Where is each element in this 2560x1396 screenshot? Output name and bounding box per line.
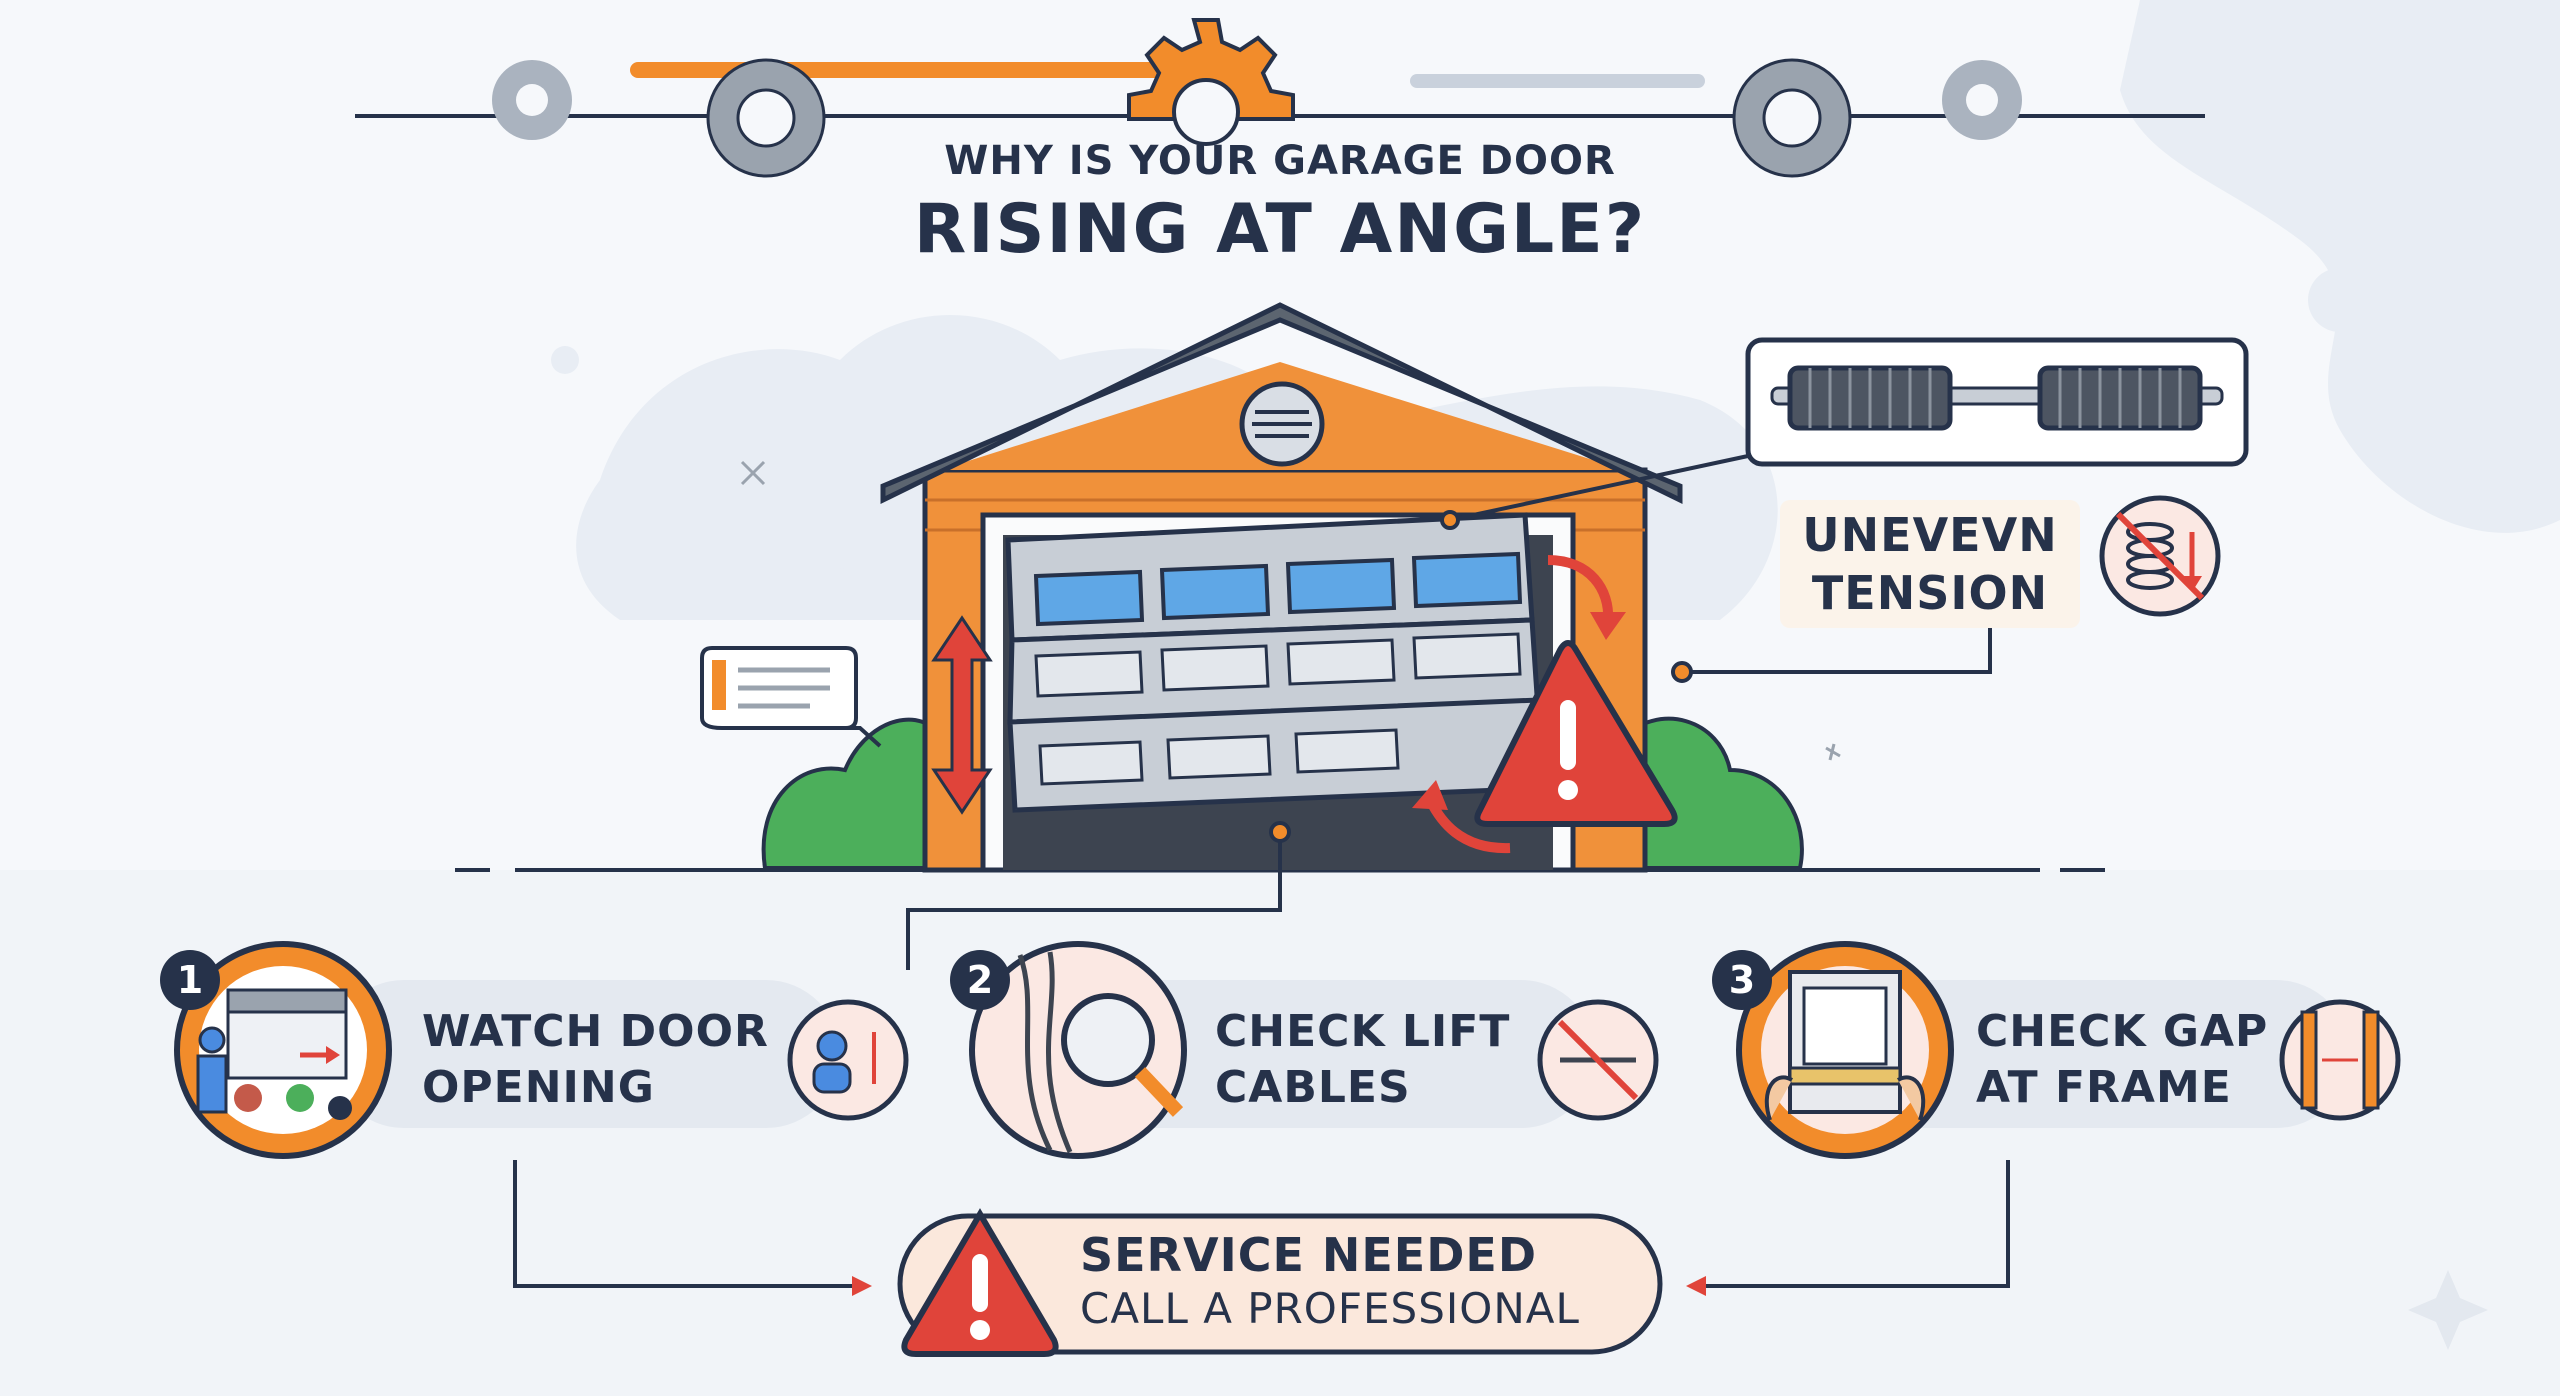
mini-door-icon: [226, 988, 348, 1014]
page-title: RISING AT ANGLE?: [913, 190, 1647, 269]
step-label-3-line-2: AT FRAME: [1976, 1062, 2232, 1113]
curved-arrow-head-bottom: [1412, 780, 1448, 810]
header-decoration: [355, 18, 2205, 178]
sparkle-icons: [740, 460, 1841, 761]
step-label-1-line-1: WATCH DOOR: [422, 1006, 769, 1057]
service-card: [897, 1208, 1663, 1357]
callout-connectors: [906, 454, 1992, 970]
bush-right: [1618, 716, 1804, 870]
speech-bubble-icon: [700, 646, 882, 748]
sparkle-icon-large: [2408, 1270, 2488, 1350]
step-badge-2: 2: [950, 950, 1010, 1010]
spring-callout: [1745, 337, 2249, 467]
gear-icon-right-small: [1942, 60, 2022, 140]
garage-building: [880, 302, 1683, 873]
service-subtitle: CALL A PROFESSIONAL: [1080, 1284, 1580, 1333]
door-windows: [1033, 551, 1523, 627]
garage-roof: [880, 302, 1683, 505]
person-watching-icon: [787, 999, 909, 1121]
tension-label-line-1: UNEVEVN: [1802, 508, 2058, 562]
step-label-3-line-1: CHECK GAP: [1976, 1006, 2269, 1057]
vertical-arrow-icon: [931, 615, 993, 815]
title-line-1: WHY IS YOUR GARAGE DOOR: [944, 138, 1616, 184]
bush-left: [761, 717, 952, 870]
curved-arrow-head-top: [1590, 612, 1626, 640]
gear-icon-left: [706, 58, 826, 178]
gear-icon-left-small: [492, 60, 572, 140]
curved-arrow-icon-top: [1547, 555, 1614, 621]
warning-icon-garage: [1474, 640, 1678, 827]
step-badge-3: 3: [1712, 950, 1772, 1010]
step-card-2: [969, 941, 1659, 1159]
step-label-3: CHECK GAP AT FRAME: [1976, 1004, 2268, 1116]
door-insets: [1034, 632, 1522, 786]
gear-icon-right: [1732, 58, 1852, 178]
step-label-2-line-2: CABLES: [1215, 1062, 1411, 1113]
service-title: SERVICE NEEDED: [1080, 1228, 1538, 1282]
roof-vent-icon: [1239, 381, 1325, 467]
step-label-1-line-2: OPENING: [422, 1062, 655, 1113]
step-card-3: [1736, 941, 2401, 1159]
uneven-spring-icon: [2099, 495, 2221, 617]
step-badge-1: 1: [160, 950, 220, 1010]
step-label-2: CHECK LIFT CABLES: [1215, 1004, 1510, 1116]
flow-arrow-head-right: [1686, 1276, 1706, 1296]
tension-label-line-2: TENSION: [1811, 566, 2049, 620]
step-label-1: WATCH DOOR OPENING: [422, 1004, 769, 1116]
flow-arrow-head-left: [852, 1276, 872, 1296]
magnifier-cable-icon: [1061, 993, 1155, 1087]
flow-arrows: [513, 1160, 2010, 1288]
tension-label: UNEVEVN TENSION: [1780, 500, 2080, 628]
step-card-1: [174, 941, 909, 1159]
step-label-2-line-1: CHECK LIFT: [1215, 1006, 1511, 1057]
orange-gear-icon: [1127, 18, 1295, 146]
